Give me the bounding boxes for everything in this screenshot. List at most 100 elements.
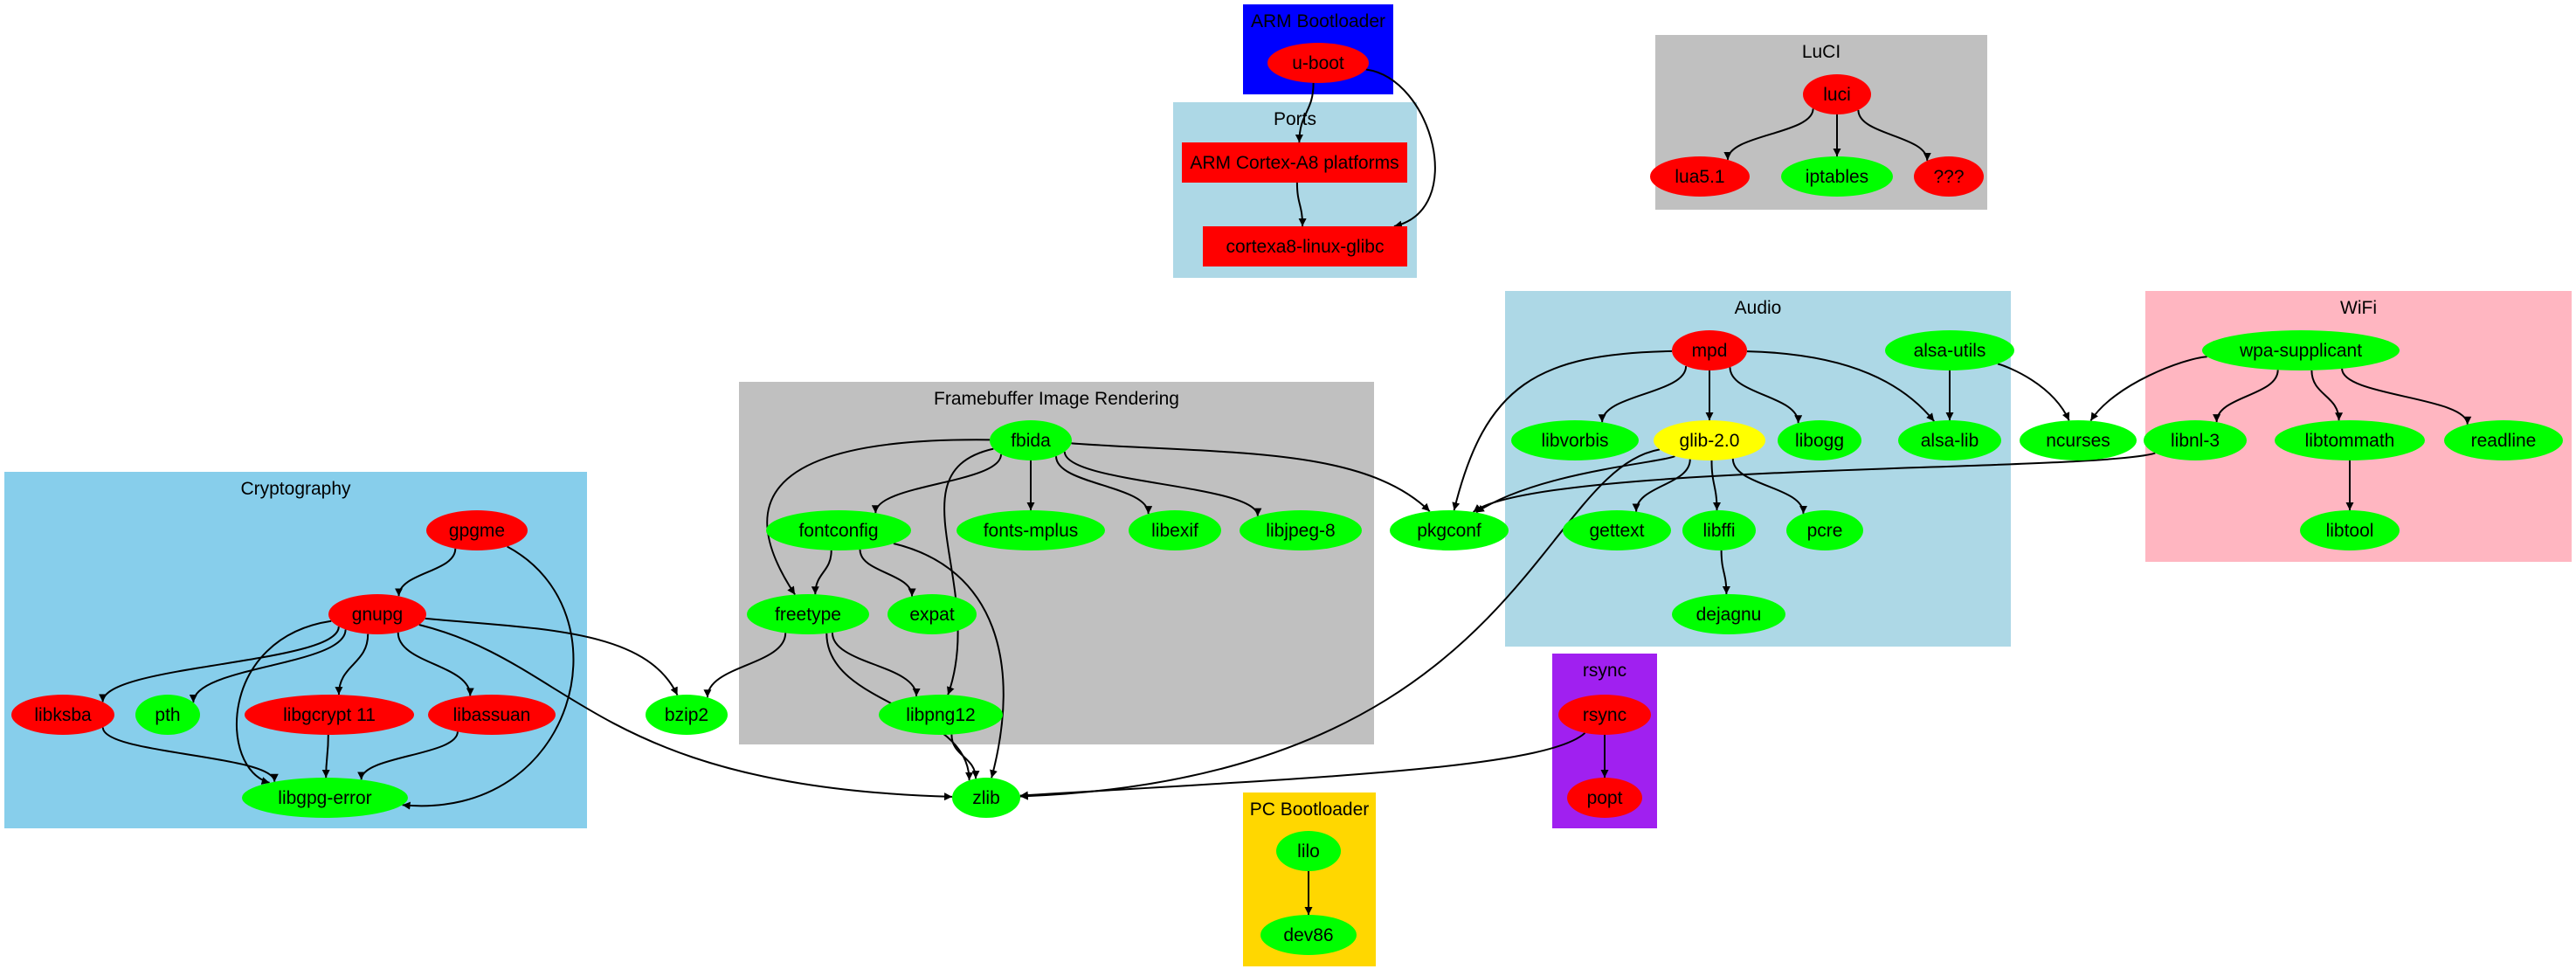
node-shape	[2444, 420, 2563, 460]
node-libjpeg: libjpeg-8	[1240, 510, 1362, 550]
edge-rsync-to-zlib	[1019, 732, 1586, 799]
node-shape	[1558, 695, 1651, 735]
edge-glib-to-zlib	[1019, 448, 1661, 800]
node-shape	[747, 594, 869, 634]
node-label: dejagnu	[1696, 605, 1762, 625]
node-shape	[1276, 831, 1341, 871]
node-shape	[2300, 510, 2400, 550]
node-label: lilo	[1297, 841, 1320, 862]
node-lilo: lilo	[1276, 831, 1341, 871]
node-libpng12: libpng12	[879, 695, 1003, 735]
edge-fbida-to-freetype	[766, 439, 991, 596]
node-shape	[1567, 778, 1642, 818]
edge-fontconfig-to-expat	[859, 549, 916, 597]
node-libtommath: libtommath	[2275, 420, 2425, 460]
cluster-label: Audio	[1735, 298, 1782, 318]
edge-gpgme-to-gnupg	[395, 548, 457, 597]
node-shape	[957, 510, 1105, 550]
node-shape	[1803, 74, 1871, 114]
node-uboot: u-boot	[1267, 43, 1369, 83]
node-label: libgpg-error	[278, 788, 371, 808]
edge-gnupg-to-libassuan	[397, 632, 474, 696]
edge-mpd-to-alsalib	[1746, 350, 1935, 422]
node-shape	[11, 695, 114, 735]
node-label: gnupg	[352, 605, 403, 625]
node-label: alsa-lib	[1921, 431, 1979, 451]
node-shape	[1885, 330, 2014, 370]
cluster-label: rsync	[1583, 661, 1626, 681]
cluster-label: PC Bootloader	[1250, 799, 1370, 820]
node-shape	[1240, 510, 1362, 550]
node-shape	[887, 594, 977, 634]
node-libnl3: libnl-3	[2144, 420, 2247, 460]
edge-mpd-to-libogg	[1729, 367, 1803, 424]
node-zlib: zlib	[952, 778, 1020, 818]
edge-gnupg-to-zlib	[418, 624, 953, 801]
node-shape	[426, 510, 528, 550]
node-label: glib-2.0	[1680, 431, 1740, 451]
node-shape	[1563, 510, 1671, 550]
node-libogg: libogg	[1778, 420, 1861, 460]
node-label: cortexa8-linux-glibc	[1226, 237, 1385, 257]
edge-libffi-to-dejagnu	[1720, 550, 1730, 595]
node-label: wpa-supplicant	[2239, 341, 2362, 361]
edge-gnupg-to-pth	[189, 629, 347, 703]
node-label: popt	[1587, 788, 1623, 808]
edge-uboot-to-armcortex	[1295, 82, 1315, 143]
node-label: libksba	[34, 705, 92, 725]
node-label: bzip2	[665, 705, 708, 725]
node-label: libexif	[1151, 521, 1198, 541]
edge-fontconfig-to-zlib	[893, 543, 1005, 779]
node-label: libtool	[2326, 521, 2374, 541]
node-label: fontconfig	[798, 521, 878, 541]
node-shape	[1511, 420, 1639, 460]
edge-libgcrypt-to-libgpgerror	[321, 734, 330, 779]
node-expat: expat	[887, 594, 977, 634]
node-label: gpgme	[449, 521, 505, 541]
cluster-label: Framebuffer Image Rendering	[934, 389, 1179, 409]
node-alsautils: alsa-utils	[1885, 330, 2014, 370]
node-label: freetype	[775, 605, 841, 625]
node-shape	[2144, 420, 2247, 460]
node-label: zlib	[972, 788, 1000, 808]
node-gettext: gettext	[1563, 510, 1671, 550]
node-ncurses: ncurses	[2020, 420, 2137, 460]
node-label: readline	[2471, 431, 2537, 451]
node-label: mpd	[1692, 341, 1728, 361]
node-rsync: rsync	[1558, 695, 1651, 735]
node-dejagnu: dejagnu	[1672, 594, 1785, 634]
node-libtool: libtool	[2300, 510, 2400, 550]
node-lua51: lua5.1	[1650, 156, 1750, 197]
node-cortexa8: cortexa8-linux-glibc	[1203, 226, 1407, 266]
node-iptables: iptables	[1781, 156, 1893, 197]
node-shape	[1898, 420, 2001, 460]
node-label: libnl-3	[2171, 431, 2220, 451]
node-label: gettext	[1589, 521, 1644, 541]
node-gnupg: gnupg	[328, 594, 426, 634]
edge-uboot-to-cortexa8	[1365, 68, 1436, 229]
node-label: pkgconf	[1417, 521, 1481, 541]
edge-fbida-to-libpng12	[943, 447, 994, 696]
node-libksba: libksba	[11, 695, 114, 735]
node-popt: popt	[1567, 778, 1642, 818]
node-shape	[1781, 156, 1893, 197]
edge-fbida-to-fontconfig	[871, 453, 1002, 514]
edge-gnupg-to-libgpgerror	[236, 619, 332, 785]
edge-luci-to-lua51	[1723, 108, 1814, 161]
node-label: ARM Cortex-A8 platforms	[1190, 153, 1398, 173]
node-shape	[1129, 510, 1221, 550]
edge-freetype-to-libpng12	[831, 633, 921, 696]
node-pth: pth	[135, 695, 200, 735]
cluster-label: ARM Bootloader	[1251, 11, 1385, 31]
cluster-label: WiFi	[2340, 298, 2377, 318]
edge-libksba-to-libgpgerror	[101, 727, 279, 782]
node-label: fbida	[1011, 431, 1051, 451]
node-libassuan: libassuan	[428, 695, 556, 735]
edge-gnupg-to-bzip2	[425, 617, 679, 696]
node-shape	[1682, 510, 1756, 550]
node-shape	[135, 695, 200, 735]
node-luci: luci	[1803, 74, 1871, 114]
edge-wpa-to-libnl3	[2213, 370, 2279, 423]
edge-mpd-to-pkgconf	[1452, 350, 1673, 511]
node-shape	[1672, 330, 1747, 370]
